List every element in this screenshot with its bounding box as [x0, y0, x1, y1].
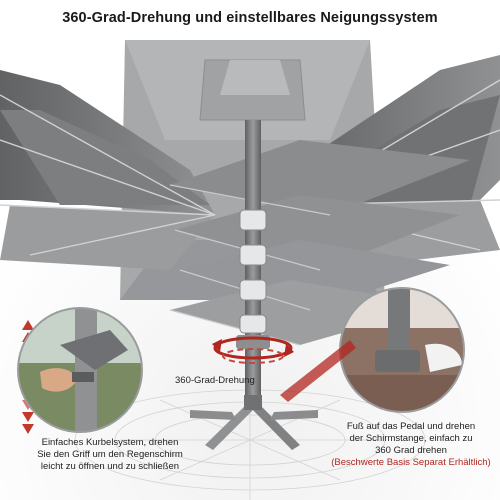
- rotation-label: 360-Grad-Drehung: [175, 375, 255, 386]
- crank-caption-line-2: Sie den Griff um den Regenschirm: [37, 449, 183, 460]
- pedal-caption-line-3: 360 Grad drehen: [375, 445, 447, 456]
- crank-caption-line-3: leicht zu öffnen und zu schließen: [40, 461, 180, 472]
- pedal-detail-circle: [339, 287, 465, 413]
- pedal-caption-line-2: der Schirmstange, einfach zu: [349, 433, 473, 444]
- pedal-caption: Fuß auf das Pedal und drehen der Schirms…: [326, 421, 496, 469]
- page-title: 360-Grad-Drehung und einstellbares Neigu…: [62, 10, 438, 26]
- crank-caption-line-1: Einfaches Kurbelsystem, drehen: [41, 437, 179, 448]
- red-pointer-arrow: [280, 340, 356, 402]
- crank-detail-circle: [17, 307, 143, 433]
- left-canopy: [0, 70, 216, 270]
- base-note: (Beschwerte Basis Separat Erhältlich): [331, 457, 491, 468]
- pedal-caption-line-1: Fuß auf das Pedal und drehen: [346, 421, 476, 432]
- rotation-indicator: [212, 336, 294, 364]
- cross-base: [190, 395, 318, 450]
- umbrella-pole: [236, 120, 270, 405]
- crank-caption: Einfaches Kurbelsystem, drehen Sie den G…: [20, 437, 200, 473]
